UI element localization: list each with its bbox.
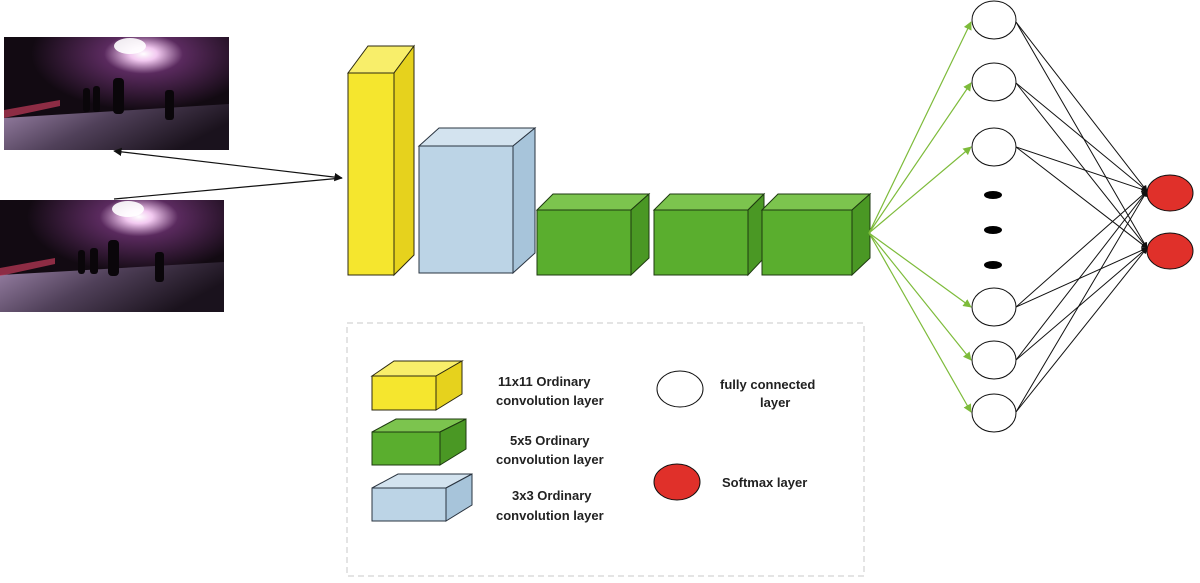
legend-border [346,322,865,577]
input-arrow-2 [113,177,343,200]
fully-connected-layer [971,0,1017,433]
softmax-layer [1146,174,1194,270]
legend-fc-label-line2: layer [760,395,790,410]
input-image-2 [0,200,224,312]
fc-neuron [971,62,1017,102]
ellipsis-dots [984,191,1002,269]
softmax-neuron [1146,232,1194,270]
fc-neuron [971,393,1017,433]
legend-blue-label-line2: convolution layer [496,508,604,523]
legend-fc-swatch [656,370,704,408]
conv-layer-5x5-block-2 [652,192,766,277]
legend-green-swatch [371,418,467,466]
legend: 11x11 Ordinary convolution layer 5x5 Ord… [346,322,865,577]
fc-to-softmax-connections [1015,21,1148,413]
fc-neuron [971,127,1017,167]
conv-to-fc-connections [868,21,972,413]
legend-green-label-line1: 5x5 Ordinary [510,433,590,448]
conv-layer-11x11-block [347,44,415,277]
fc-neuron [971,287,1017,327]
conv-layer-5x5-block-3 [760,192,872,277]
legend-yellow-swatch [370,360,464,411]
legend-yellow-label-line2: convolution layer [496,393,604,408]
softmax-neuron [1146,174,1194,212]
fc-neuron [971,0,1017,40]
legend-green-label-line2: convolution layer [496,452,604,467]
legend-blue-swatch [371,473,473,522]
legend-softmax-label: Softmax layer [722,475,807,490]
input-arrow-1 [113,147,343,182]
conv-layer-5x5-block-1 [535,192,651,277]
input-image-1 [4,37,229,150]
fc-neuron [971,340,1017,380]
conv-layer-3x3-block [417,126,537,275]
legend-blue-label-line1: 3x3 Ordinary [512,488,592,503]
legend-yellow-label-line1: 11x11 Ordinary [498,374,591,389]
legend-fc-label-line1: fully connected [720,377,815,392]
legend-softmax-swatch [653,463,701,501]
